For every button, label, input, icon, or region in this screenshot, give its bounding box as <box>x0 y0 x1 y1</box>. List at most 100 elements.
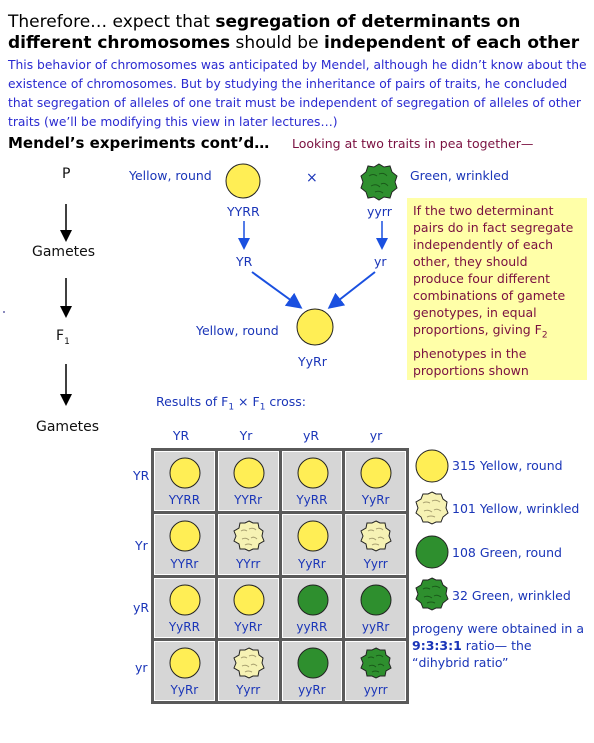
parent2-phenotype: Green, wrinkled <box>410 168 509 183</box>
yellow-round-pea-icon <box>169 584 201 615</box>
results-label-sub-1: 1 <box>228 402 235 413</box>
intro-paragraph: This behavior of chromosomes was anticip… <box>8 58 587 129</box>
results-label-post: cross: <box>265 394 307 409</box>
section-title: Mendel’s experiments cont’d… <box>8 134 270 152</box>
headline-bold-2: independent of each other <box>323 33 580 53</box>
cell-genotype: YyRr <box>361 493 390 508</box>
green-round-pea-icon <box>297 647 328 679</box>
note-text-b: phenotypes in the proportions shown <box>413 345 529 378</box>
gamete-2-label: yr <box>374 254 387 269</box>
yellow-round-pea-icon <box>169 457 201 489</box>
result-label: Yellow, round <box>479 458 563 473</box>
yellow-wrinkled-pea-icon <box>415 491 449 525</box>
results-label: Results of F1 × F1 cross: <box>156 394 306 413</box>
cross-symbol: × <box>306 170 318 186</box>
green-round-pea-icon <box>415 535 449 569</box>
punnett-square: YYRR YYRr YyRR YyRr YYRr YYrr YyRr Yyrr … <box>151 448 409 704</box>
result-count: 101 <box>452 501 476 516</box>
row-header: yr <box>135 660 148 675</box>
yellow-wrinkled-pea-icon <box>233 520 265 552</box>
yellow-wrinkled-pea-icon <box>233 647 265 679</box>
f1-yellow-round-pea-icon <box>296 308 334 346</box>
conclusion-pre: progeny were obtained in a <box>412 621 584 636</box>
cell-genotype: Yyrr <box>363 556 388 571</box>
results-label-pre: Results of F <box>156 394 229 409</box>
result-label: Green, round <box>479 545 562 560</box>
punnett-cell: YyRr <box>345 451 406 512</box>
cell-genotype: Yyrr <box>236 683 261 697</box>
stage-gametes-1: Gametes <box>32 244 96 260</box>
parent1-phenotype: Yellow, round <box>129 168 212 183</box>
cell-genotype: yyRr <box>298 683 326 697</box>
green-wrinkled-pea-icon <box>360 163 398 201</box>
result-count: 32 <box>452 588 468 603</box>
conclusion-post: ratio— the “dihybrid ratio” <box>412 638 532 670</box>
parent1-genotype: YYRR <box>227 204 260 219</box>
result-yellow-wrinkled: 101 Yellow, wrinkled <box>452 501 579 516</box>
headline-mid: should be <box>230 33 324 53</box>
punnett-cell: YyRr <box>217 577 279 638</box>
punnett-cell: YYRR <box>154 451 215 512</box>
punnett-cell: Yyrr <box>345 514 406 575</box>
punnett-cell: YyRR <box>281 451 343 512</box>
result-count: 315 <box>452 458 476 473</box>
note-text-sub: 2 <box>541 330 548 341</box>
col-header: YR <box>172 428 190 443</box>
punnett-cell: YyRR <box>154 577 215 638</box>
results-label-mid: × F <box>234 394 260 409</box>
yellow-round-pea-icon <box>415 449 449 483</box>
cell-genotype: YyRR <box>296 493 328 508</box>
result-green-round: 108 Green, round <box>452 545 562 560</box>
stray-dot <box>3 311 5 313</box>
stage-f1: F1 <box>56 328 70 347</box>
result-count: 108 <box>452 545 476 560</box>
cell-genotype: YYrr <box>235 556 261 571</box>
yellow-round-pea-icon <box>297 457 328 489</box>
stage-gametes-2: Gametes <box>36 419 100 435</box>
green-wrinkled-pea-icon <box>415 577 449 611</box>
green-wrinkled-pea-icon <box>360 647 392 679</box>
dihybrid-ratio: 9:3:3:1 <box>412 638 462 653</box>
results-label-sub-2: 1 <box>259 402 266 413</box>
yellow-round-pea-icon <box>169 647 201 679</box>
punnett-cell: YyRr <box>154 640 215 701</box>
green-round-pea-icon <box>297 584 328 615</box>
cell-genotype: YYRr <box>170 556 199 571</box>
gamete-1-label: YR <box>236 254 253 269</box>
cell-genotype: YyRr <box>234 619 262 634</box>
note-text-a: If the two determinant pairs do in fact … <box>413 203 574 337</box>
fusion-arrow-1 <box>251 271 303 309</box>
green-round-pea-icon <box>360 584 392 615</box>
cell-genotype: YYRR <box>168 493 201 508</box>
yellow-round-pea-icon <box>233 457 265 489</box>
cell-genotype: YYRr <box>234 493 263 508</box>
punnett-cell: YYRr <box>217 451 279 512</box>
stage-p: P <box>62 166 71 182</box>
result-label: Green, wrinkled <box>471 588 571 603</box>
punnett-cell: yyRR <box>281 577 343 638</box>
headline: Therefore… expect that segregation of de… <box>8 12 588 54</box>
row-header: Yr <box>135 538 148 553</box>
punnett-cell: yyrr <box>345 640 406 701</box>
cell-genotype: YyRR <box>168 619 200 634</box>
punnett-cell: Yyrr <box>217 640 279 701</box>
headline-pre: Therefore… expect that <box>8 12 216 32</box>
col-header: yr <box>369 428 383 443</box>
f1-genotype: YyRr <box>298 354 327 369</box>
stage-f1-sub: 1 <box>64 336 70 347</box>
col-header: yR <box>302 428 320 443</box>
yellow-round-pea-icon <box>169 520 201 552</box>
fusion-arrow-2 <box>327 271 376 309</box>
f1-phenotype: Yellow, round <box>196 323 279 338</box>
punnett-cell: yyRr <box>345 577 406 638</box>
row-header: yR <box>133 600 150 615</box>
col-header: Yr <box>239 428 253 443</box>
result-green-wrinkled: 32 Green, wrinkled <box>452 588 571 603</box>
cell-genotype: YyRr <box>170 683 199 697</box>
yellow-round-pea-icon <box>297 520 328 552</box>
cell-genotype: yyRR <box>296 619 328 634</box>
independent-assortment-note: If the two determinant pairs do in fact … <box>407 198 587 380</box>
result-label: Yellow, wrinkled <box>479 501 580 516</box>
headline-bold-1: segregation of determinants on different… <box>8 12 521 53</box>
